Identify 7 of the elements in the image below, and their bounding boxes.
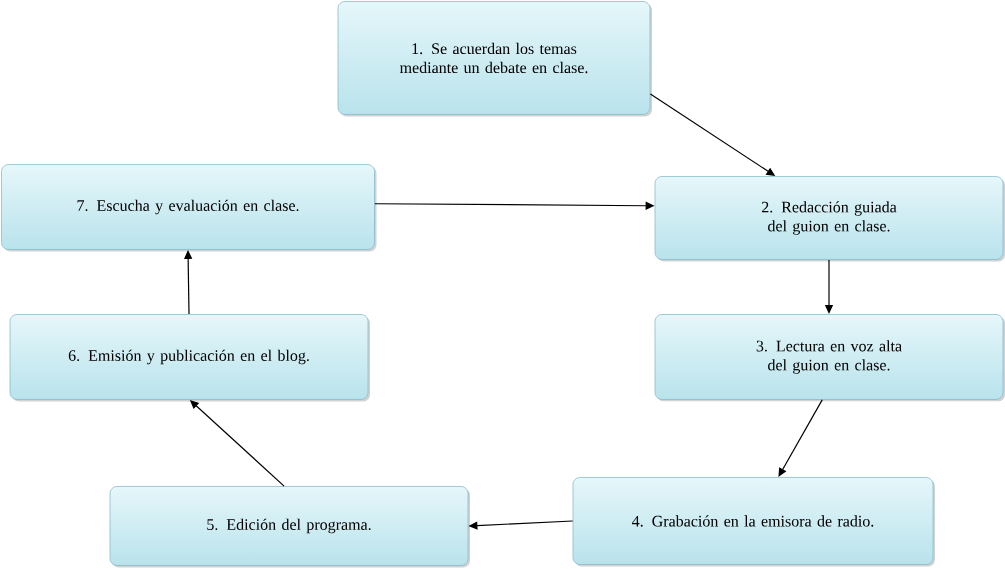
process-box: 7. Escucha y evaluación en clase. [1, 164, 377, 252]
process-box: 5. Edición del programa. [109, 486, 470, 568]
process-box: 2. Redacción guiada del guion en clase. [654, 176, 1005, 262]
process-box: 6. Emisión y publicación en el blog. [9, 314, 370, 402]
process-box: 1. Se acuerdan los temas mediante un debate en clase. [337, 1, 652, 117]
process-box: 4. Grabación en la emisora de radio. [572, 477, 935, 567]
process-box: 3. Lectura en voz alta del guion en clase. [654, 314, 1005, 402]
